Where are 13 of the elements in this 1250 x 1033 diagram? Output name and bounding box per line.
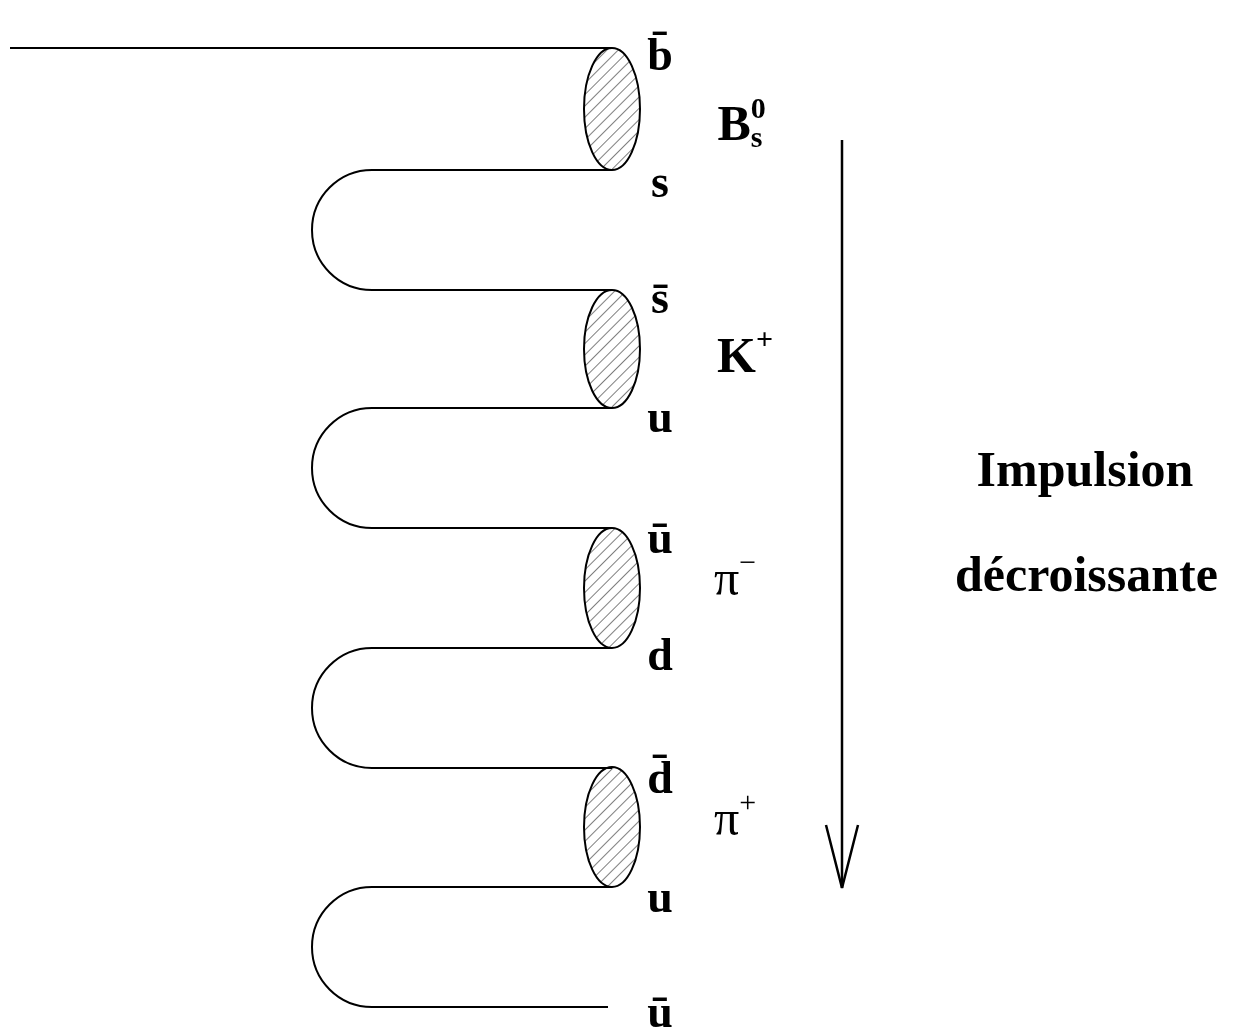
quark-label: u (647, 874, 673, 920)
particle-label: π$^{+}$ (713, 787, 757, 843)
particle-label: π$^{−}$ (713, 547, 757, 603)
quark-label: d (647, 632, 673, 678)
particle-label: K$^{+}$ (717, 324, 773, 380)
quark-label: s̄ (651, 275, 669, 321)
quark-label: ū (647, 989, 673, 1033)
quark-label: ū (647, 515, 673, 561)
quark-label: u (647, 394, 673, 440)
quark-label: s (651, 159, 669, 205)
quark-label: d̄ (647, 755, 673, 801)
quark-label: b̄ (647, 32, 673, 78)
direction-caption: Impulsion décroissante (955, 440, 1215, 604)
